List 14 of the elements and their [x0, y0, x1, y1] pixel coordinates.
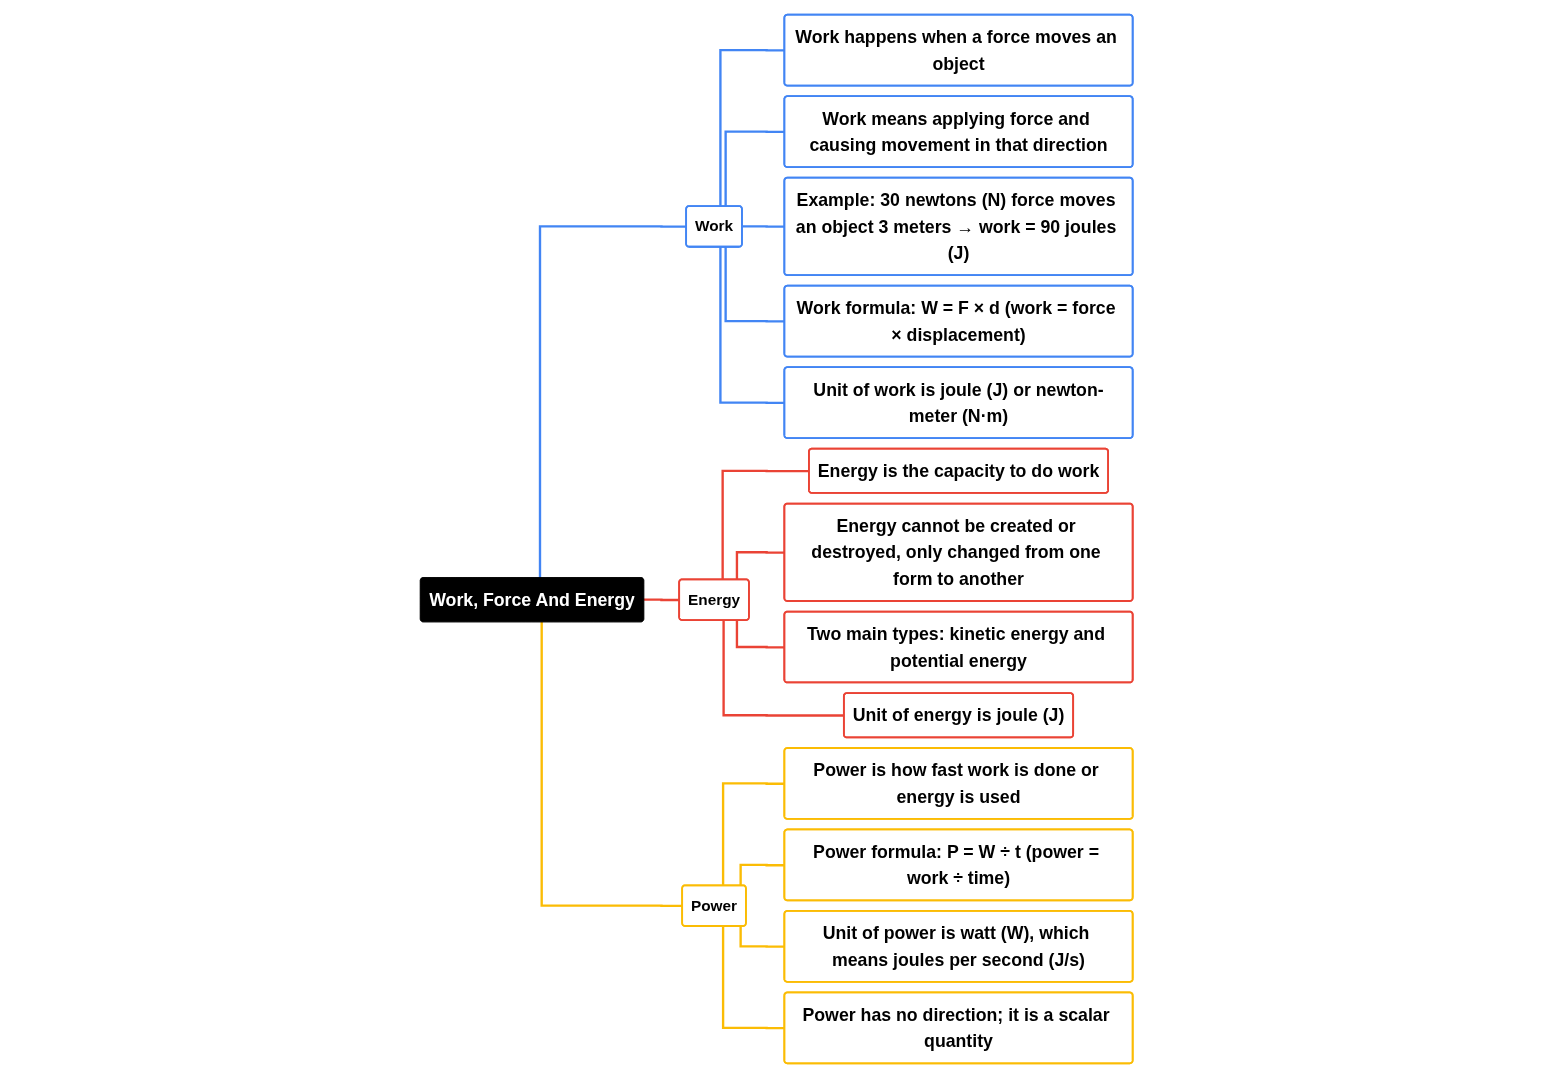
connector	[735, 620, 785, 649]
connector	[540, 622, 683, 908]
connector	[719, 48, 785, 207]
connector	[719, 247, 785, 405]
connector	[735, 551, 785, 580]
connector	[721, 782, 785, 886]
connector	[741, 225, 785, 228]
connector	[739, 926, 785, 948]
connector	[538, 225, 687, 578]
connector	[721, 926, 785, 1030]
connector	[724, 130, 785, 207]
connector	[642, 598, 680, 602]
connector	[724, 247, 785, 323]
connector	[739, 863, 785, 886]
